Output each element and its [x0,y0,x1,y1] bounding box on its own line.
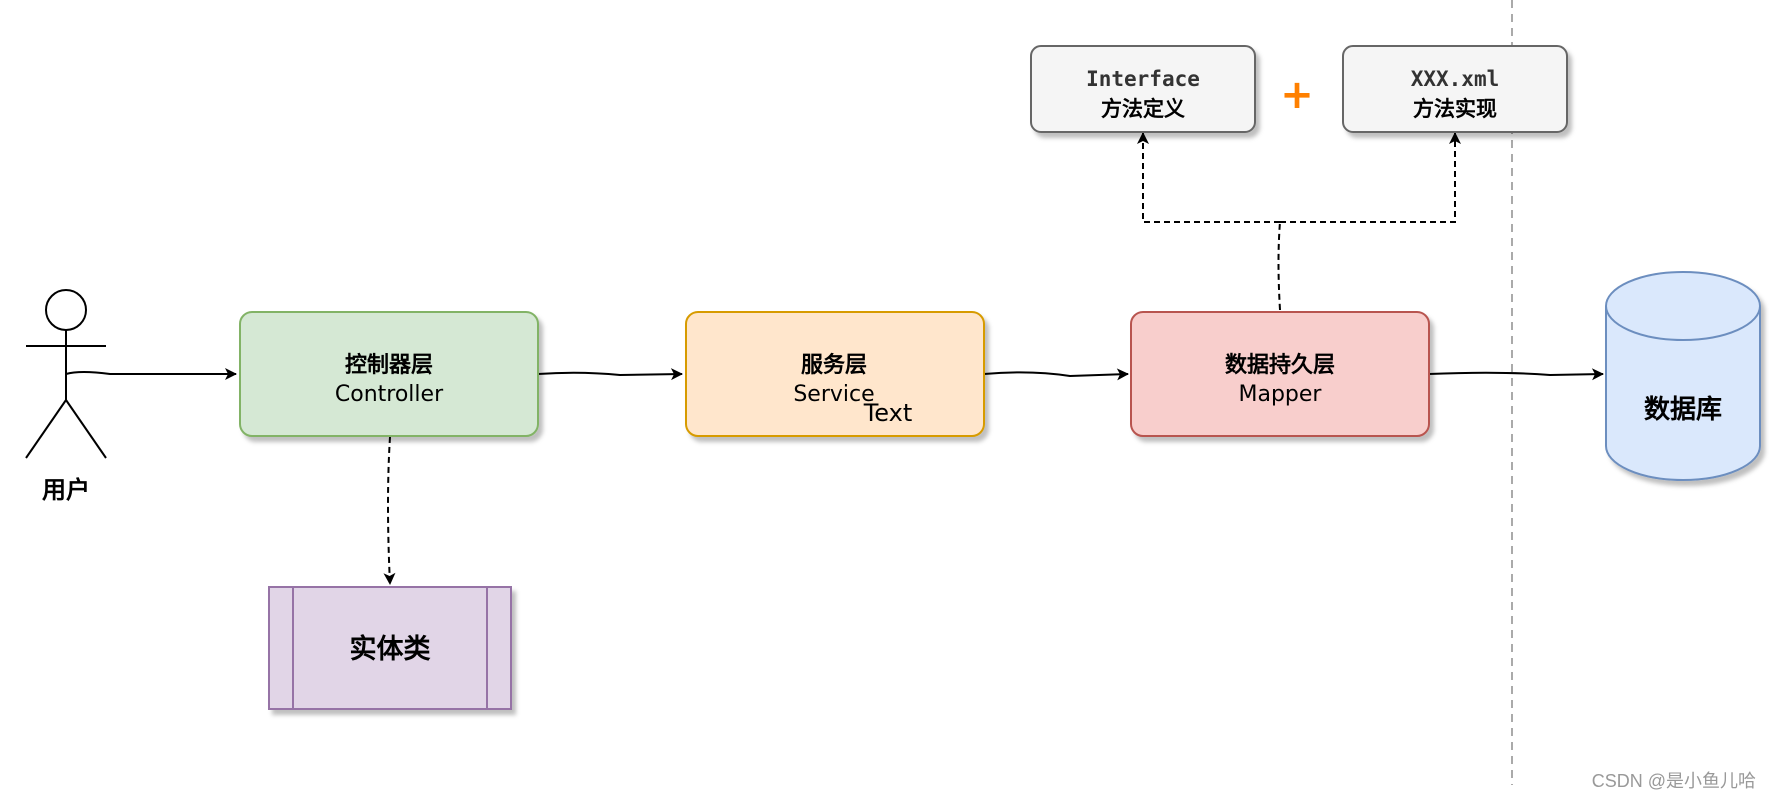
node-xml-label-en: XXX.xml [1411,67,1500,91]
node-entity[interactable]: 实体类 [268,586,512,710]
node-controller-label-en: Controller [335,382,444,407]
database-top [1605,271,1761,341]
edge-controller-entity [383,436,396,585]
node-xml-box [1342,45,1568,133]
node-controller[interactable]: 控制器层 Controller [239,311,539,437]
node-entity-box [268,586,512,710]
actor-leg-right [65,399,107,459]
node-mapper-label-en: Mapper [1239,382,1323,407]
node-mapper-box [1130,311,1430,437]
node-interface-label-en: Interface [1086,67,1200,91]
node-service-label-cn: 服务层 [801,353,867,378]
edge-controller-service [537,368,683,381]
edge-to-interface [1137,132,1280,223]
node-service[interactable]: 服务层 Service Text [685,311,985,437]
edge-service-mapper [983,368,1129,381]
node-service-label-en: Service [793,382,874,407]
plus-sign: + [1280,72,1314,118]
edge-to-xml [1280,132,1461,223]
node-mapper[interactable]: 数据持久层 Mapper [1130,311,1430,437]
node-database-label: 数据库 [1644,395,1722,425]
edge-user-controller [65,368,237,380]
node-xml[interactable]: XXX.xml 方法实现 [1342,45,1568,133]
node-interface[interactable]: Interface 方法定义 [1030,45,1256,133]
actor-user[interactable]: 用户 [25,289,107,504]
node-controller-label-cn: 控制器层 [345,352,433,378]
node-service-box [685,311,985,437]
node-entity-label: 实体类 [350,633,431,665]
stray-text-label[interactable]: Text [863,399,913,427]
edge-mapper-split [1277,221,1281,311]
node-interface-label-cn: 方法定义 [1101,97,1185,121]
node-mapper-label-cn: 数据持久层 [1225,352,1335,378]
node-interface-box [1030,45,1256,133]
node-controller-box [239,311,539,437]
node-database[interactable]: 数据库 [1605,271,1761,481]
database-body [1605,306,1761,481]
edge-mapper-database [1428,368,1604,381]
actor-leg-left [25,399,67,459]
actor-head [45,289,87,331]
watermark: CSDN @是小鱼儿哈 [1592,771,1756,791]
actor-label: 用户 [42,476,90,504]
node-xml-label-cn: 方法实现 [1413,97,1497,121]
